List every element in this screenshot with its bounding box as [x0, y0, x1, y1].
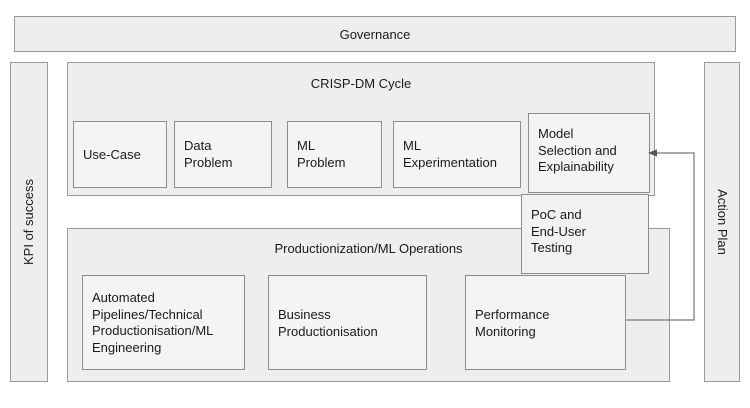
crisp-dm-title: CRISP-DM Cycle [310, 76, 412, 91]
crisp-stage-model-selection: Model Selection and Explainability [528, 113, 650, 193]
poc-end-user-testing-label: PoC and End-User Testing [531, 207, 586, 255]
governance-label: Governance [339, 27, 411, 42]
poc-end-user-testing: PoC and End-User Testing [521, 194, 649, 274]
production-stage-label: Business Productionisation [278, 307, 378, 339]
action-plan-panel: Action Plan [704, 62, 740, 382]
production-stage-performance-monitoring: Performance Monitoring [465, 275, 626, 370]
crisp-stage-ml-problem: ML Problem [287, 121, 382, 188]
crisp-stage-label: Model Selection and Explainability [538, 126, 617, 174]
crisp-stage-data-problem: Data Problem [174, 121, 272, 188]
production-stage-automated-pipelines: Automated Pipelines/Technical Production… [82, 275, 245, 370]
crisp-stage-label: ML Problem [297, 138, 346, 170]
crisp-stage-label: Use-Case [83, 147, 141, 162]
production-stage-label: Automated Pipelines/Technical Production… [92, 290, 214, 355]
crisp-stage-label: ML Experimentation [403, 138, 497, 170]
action-plan-label: Action Plan [715, 189, 730, 255]
kpi-of-success-panel: KPI of success [10, 62, 48, 382]
kpi-of-success-label: KPI of success [21, 179, 36, 265]
crisp-stage-label: Data Problem [184, 138, 233, 170]
production-stage-label: Performance Monitoring [475, 307, 550, 339]
production-stage-business-productionisation: Business Productionisation [268, 275, 427, 370]
crisp-stage-ml-experimentation: ML Experimentation [393, 121, 521, 188]
crisp-stage-use-case: Use-Case [73, 121, 167, 188]
productionization-title: Productionization/ML Operations [274, 241, 463, 256]
governance-bar: Governance [14, 16, 736, 52]
